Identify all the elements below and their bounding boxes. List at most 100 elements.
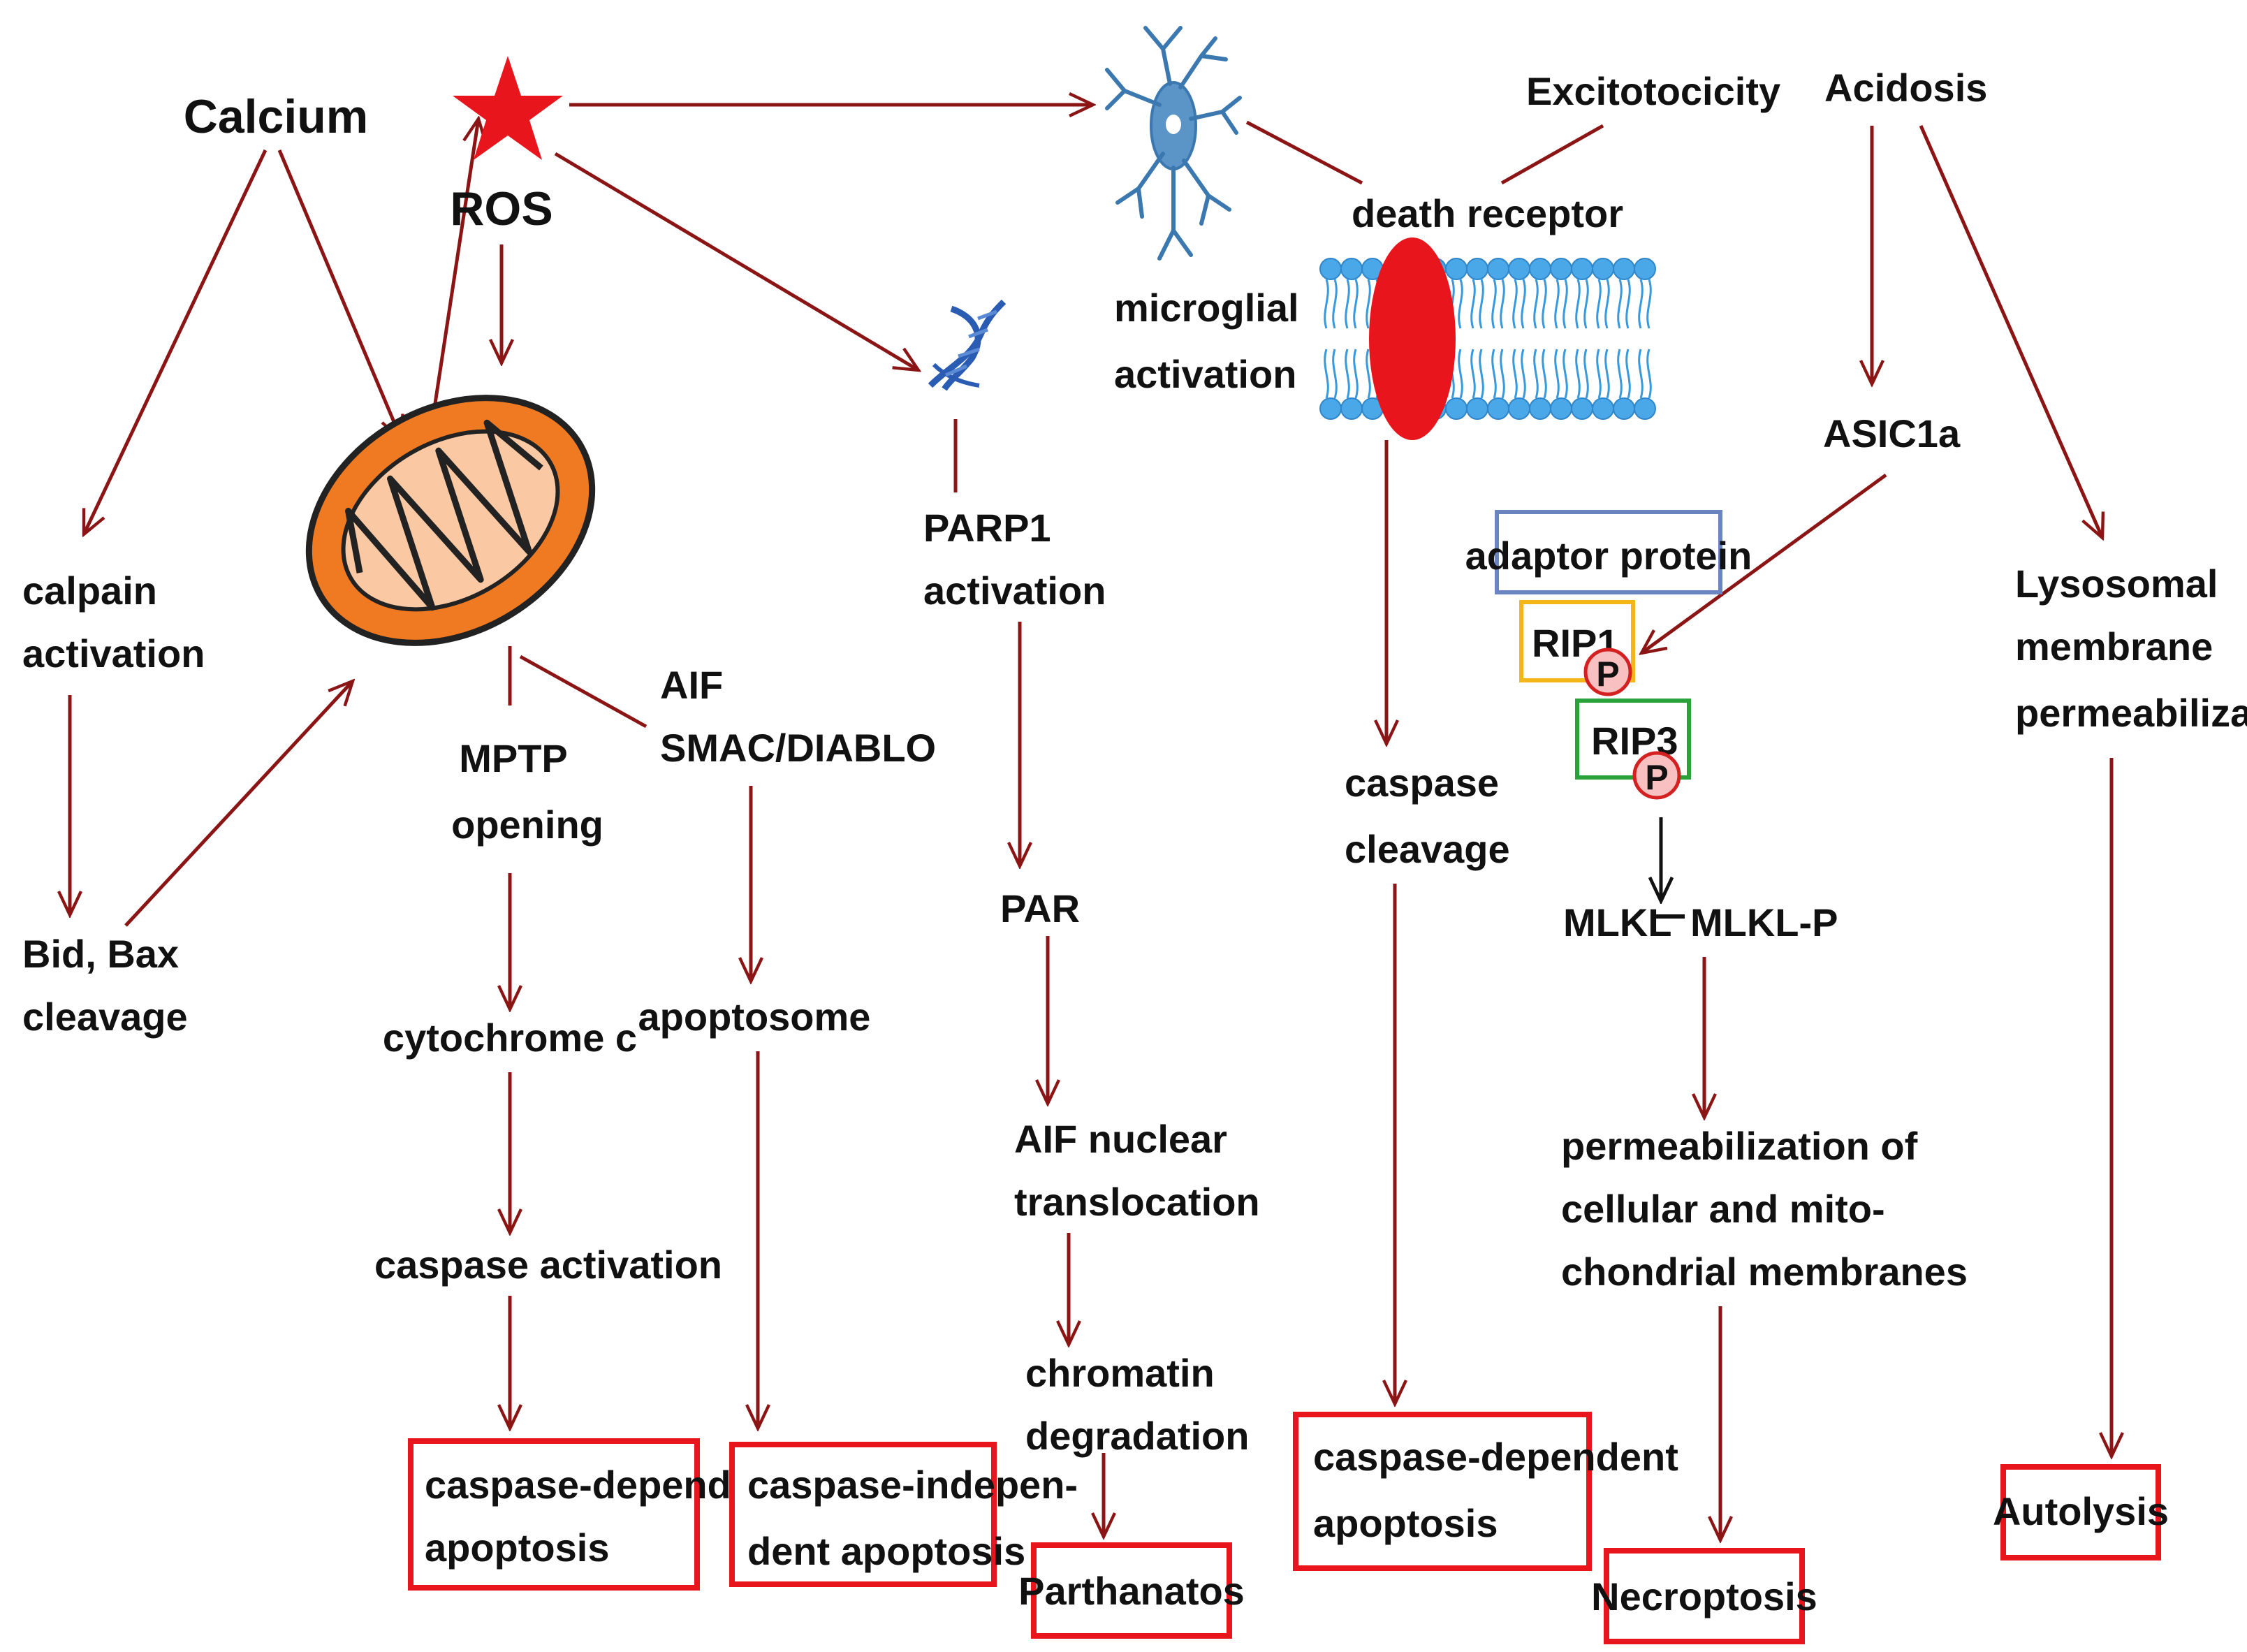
lipid-tail: [1345, 349, 1350, 399]
arrow-acidosis-to-lysosomal: [1919, 124, 2102, 538]
lipid-tail: [1470, 279, 1476, 329]
asic1a-label: ASIC1a: [1823, 411, 1961, 455]
lipid-tail: [1332, 349, 1338, 399]
lipid-tail: [1617, 279, 1623, 329]
line-mitochondrion-to-aif: [519, 655, 647, 729]
caspase-cleavage-label-line1: caspase: [1345, 761, 1499, 805]
outcome-parthanatos: Parthanatos: [1018, 1569, 1245, 1613]
mitochondrion-icon: [305, 395, 596, 646]
lipid-head: [1634, 397, 1656, 420]
lipid-head: [1487, 258, 1509, 280]
chromatin-label-line1: chromatin: [1025, 1351, 1215, 1395]
arrow-ros-to-dna: [554, 152, 918, 370]
calpain-label-line1: calpain: [22, 569, 157, 613]
lipid-tail: [1458, 349, 1463, 399]
lipid-head: [1445, 397, 1467, 420]
lipid-tail: [1638, 279, 1644, 329]
lipid-head: [1592, 258, 1614, 280]
lipid-head: [1487, 397, 1509, 420]
lipid-tail: [1604, 349, 1610, 399]
mptp-label-line2: opening: [451, 803, 603, 847]
lipid-head: [1466, 258, 1488, 280]
permeabilization-label-line2: cellular and mito-: [1561, 1187, 1885, 1231]
lipid-tail: [1533, 279, 1539, 329]
outcome-box-autolysis: [2000, 1464, 2161, 1560]
permeabilization-label-line3: chondrial membranes: [1561, 1250, 1968, 1294]
outcome-caspase-dependent-2-line2: apoptosis: [1313, 1501, 1498, 1545]
lysosomal-label-line3: permeabilization: [2015, 691, 2247, 735]
lipid-tail: [1583, 279, 1589, 329]
chromatin-label-line2: degradation: [1025, 1414, 1249, 1458]
line-microglia-to-death-receptor: [1245, 120, 1363, 185]
lipid-head: [1340, 397, 1363, 420]
lipid-tail: [1542, 279, 1547, 329]
lipid-tail: [1575, 349, 1581, 399]
excitotoxicity-label: Excitotocicity: [1526, 69, 1780, 113]
lipid-tail: [1533, 349, 1539, 399]
microglial-label-line2: activation: [1114, 352, 1296, 396]
lipid-head: [1613, 397, 1635, 420]
lipid-tail: [1345, 279, 1350, 329]
star-icon: [453, 56, 563, 160]
caspase-cleavage-label-line2: cleavage: [1345, 827, 1510, 871]
lipid-tail: [1324, 349, 1329, 399]
lipid-tail: [1646, 279, 1652, 329]
lipid-head: [1550, 397, 1572, 420]
bid-label-line1: Bid, Bax: [22, 932, 179, 976]
lipid-head: [1508, 258, 1530, 280]
arrow-calcium-to-mitochondrion: [277, 149, 402, 440]
lysosomal-label-line2: membrane: [2015, 624, 2213, 668]
outcome-box-caspase-dependent-1: [408, 1438, 700, 1591]
lipid-head: [1613, 258, 1635, 280]
par-label: PAR: [1000, 886, 1080, 930]
lipid-head: [1529, 397, 1551, 420]
lipid-head: [1571, 397, 1593, 420]
parp1-label-line2: activation: [923, 569, 1106, 613]
lipid-tail: [1521, 349, 1526, 399]
microglial-label-line1: microglial: [1114, 286, 1299, 330]
dna-icon: [928, 299, 1007, 391]
lipid-tail: [1479, 279, 1484, 329]
lipid-tail: [1596, 349, 1602, 399]
arrow-mitochondrion-to-ros: [427, 119, 478, 441]
outcome-box-necroptosis: [1604, 1548, 1805, 1644]
lipid-tail: [1324, 279, 1329, 329]
bid-label-line2: cleavage: [22, 995, 188, 1039]
lipid-tail: [1512, 349, 1518, 399]
lipid-tail: [1366, 279, 1371, 329]
lipid-head: [1319, 258, 1342, 280]
lipid-tail: [1646, 349, 1652, 399]
lipid-tail: [1332, 279, 1338, 329]
outcome-necroptosis: Necroptosis: [1591, 1574, 1817, 1618]
outcome-caspase-dependent-1-line2: apoptosis: [425, 1526, 609, 1570]
caspase-activation-label: caspase activation: [374, 1243, 722, 1287]
phosphate-label-1: P: [1596, 655, 1619, 694]
outcome-box-caspase-dependent-2: [1293, 1412, 1592, 1571]
lipid-tail: [1596, 279, 1602, 329]
phosphate-label-2: P: [1645, 758, 1668, 797]
lipid-tail: [1366, 349, 1371, 399]
lipid-tail: [1554, 349, 1560, 399]
death-receptor-icon: [1369, 237, 1456, 440]
arrow-asic1a-to-rip1: [1641, 473, 1887, 653]
arrow-calcium-to-calpain: [82, 149, 268, 534]
lipid-head: [1634, 258, 1656, 280]
outcome-box-caspase-independent: [729, 1442, 997, 1587]
lipid-tail: [1617, 349, 1623, 399]
mlkl-label: MLKL: [1563, 900, 1672, 944]
outcome-caspase-dependent-1-line1: caspase-dependent: [425, 1463, 790, 1507]
lipid-head: [1592, 397, 1614, 420]
lipid-tail: [1500, 349, 1505, 399]
lipid-tail: [1638, 349, 1644, 399]
lipid-tail: [1625, 349, 1631, 399]
calcium-label: Calcium: [184, 90, 369, 143]
calpain-label-line2: activation: [22, 631, 205, 675]
outcome-autolysis: Autolysis: [1993, 1489, 2169, 1533]
lipid-head: [1508, 397, 1530, 420]
cytochrome-label: cytochrome c: [383, 1016, 637, 1060]
lysosomal-label-line1: Lysosomal: [2015, 562, 2218, 606]
phosphate-icon-2: [1632, 751, 1681, 800]
aif-nuclear-label-line1: AIF nuclear: [1014, 1117, 1227, 1161]
lipid-tail: [1554, 279, 1560, 329]
lipid-tail: [1521, 279, 1526, 329]
